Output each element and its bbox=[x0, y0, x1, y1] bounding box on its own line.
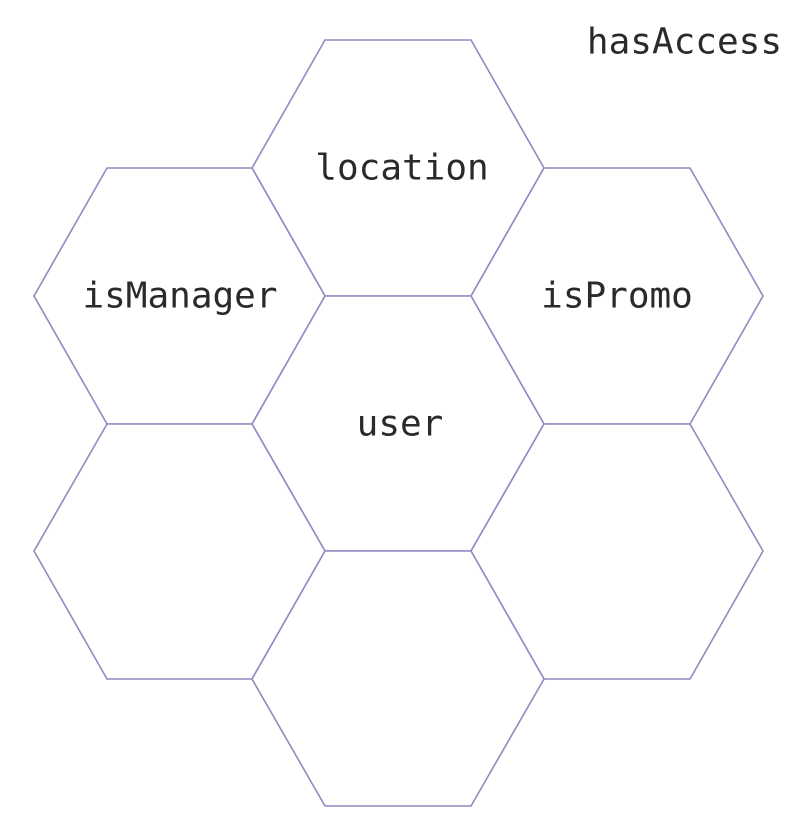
hex-label-upper-right: isPromo bbox=[541, 276, 693, 317]
hex-label-upper-left: isManager bbox=[82, 276, 277, 317]
hex-label-center: user bbox=[357, 404, 444, 445]
diagram-title: hasAccess bbox=[587, 22, 782, 63]
hex-cell-bottom bbox=[251, 550, 545, 807]
hex-cell-center: user bbox=[251, 295, 545, 552]
hex-label-top: location bbox=[315, 148, 488, 189]
hex-cell-top: location bbox=[251, 39, 545, 297]
hex-cell-upper-left: isManager bbox=[33, 167, 326, 425]
hexagon-bottom bbox=[251, 550, 545, 807]
